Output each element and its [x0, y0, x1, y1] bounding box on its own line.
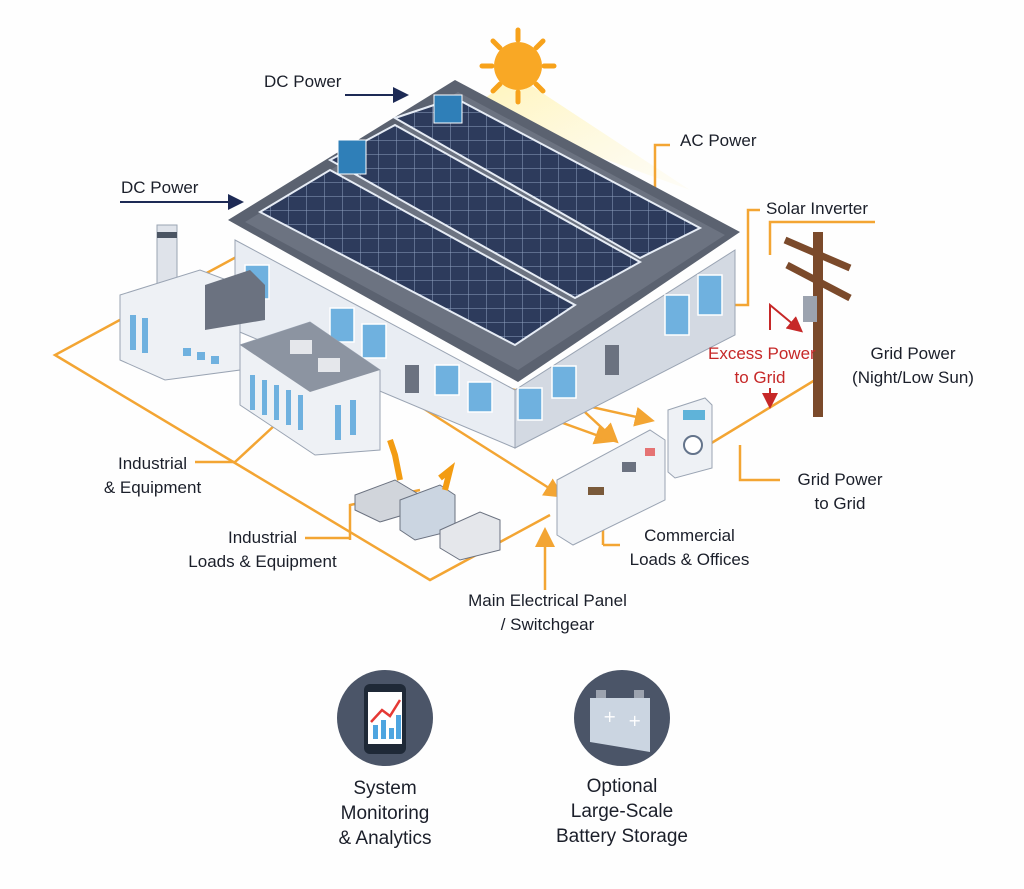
monitoring-caption: System Monitoring & Analytics: [315, 776, 455, 851]
caption-line: Large-Scale: [570, 801, 674, 822]
svg-text:+: +: [603, 707, 616, 726]
commercial-building: [228, 80, 740, 449]
excess-power-line: Excess Power: [708, 344, 816, 363]
sunlight-beam: [470, 75, 690, 190]
battery-icon: + +: [574, 670, 670, 766]
svg-text:+: +: [628, 711, 641, 730]
grid-power-to-grid-label: Grid Power to Grid: [790, 468, 890, 516]
grid-power-line: Grid Power: [870, 344, 956, 363]
main-panel-label: Main Electrical Panel / Switchgear: [455, 589, 640, 637]
solar-inverter-label: Solar Inverter: [766, 199, 869, 218]
commercial-line: Loads & Offices: [629, 550, 750, 569]
battery-caption: Optional Large-Scale Battery Storage: [547, 774, 697, 849]
dc-power-label-top: DC Power: [264, 72, 342, 91]
industrial-line: & Equipment: [103, 478, 202, 497]
dc-power-label-left: DC Power: [121, 178, 199, 197]
main-electrical-panel: [556, 397, 713, 546]
caption-line: System: [353, 778, 417, 799]
industrial-loads-line: Industrial: [228, 528, 297, 547]
main-panel-line: / Switchgear: [500, 615, 595, 634]
grid-power-night-label: Grid Power (Night/Low Sun): [848, 342, 978, 390]
roof-sign: [337, 94, 463, 175]
caption-line: & Analytics: [338, 828, 432, 849]
smartphone-chart-icon: [337, 670, 433, 766]
caption-line: Monitoring: [340, 803, 430, 824]
industrial-line: Industrial: [118, 454, 187, 473]
grid-line: Grid Power: [797, 470, 883, 489]
main-panel-line: Main Electrical Panel: [468, 591, 627, 610]
sun-icon: [479, 27, 557, 105]
grid-power-line: (Night/Low Sun): [852, 368, 974, 387]
industrial-loads-line: Loads & Equipment: [188, 552, 337, 571]
caption-line: Optional: [586, 776, 658, 797]
excess-power-label: Excess Power to Grid: [708, 342, 816, 390]
ac-power-label: AC Power: [680, 131, 757, 150]
industrial-equipment-label: Industrial & Equipment: [95, 452, 210, 500]
excess-power-line: to Grid: [734, 368, 786, 387]
commercial-line: Commercial: [644, 526, 735, 545]
grid-line: to Grid: [814, 494, 866, 513]
utility-pole: [783, 232, 852, 417]
industrial-robots: [354, 439, 501, 561]
caption-line: Battery Storage: [555, 826, 689, 847]
factory: [119, 224, 381, 456]
excess-arrow-1: [769, 302, 804, 333]
